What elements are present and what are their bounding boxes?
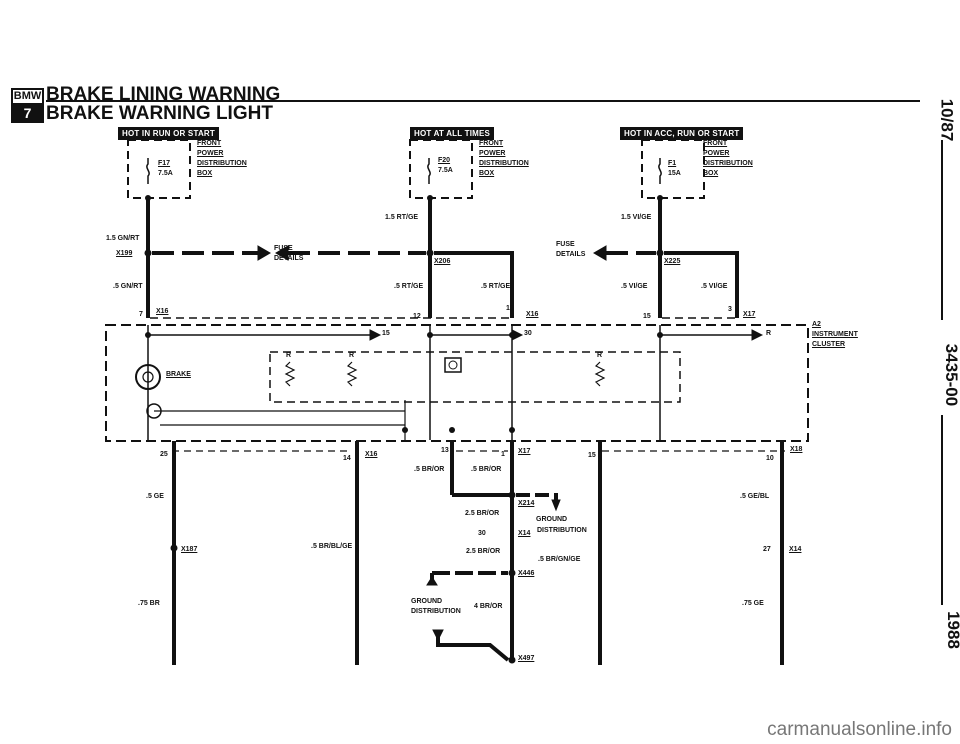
front-label-2: FRONT <box>479 140 504 147</box>
pin-15: 15 <box>643 313 651 320</box>
hot-acc-run-start-badge: HOT IN ACC, RUN OR START <box>620 127 744 140</box>
distribution-label-3: DISTRIBUTION <box>703 160 753 167</box>
connector-x497: X497 <box>518 655 535 662</box>
fuse-box-f17 <box>127 139 191 199</box>
resistor-r-3: R <box>597 352 603 359</box>
brake-lamp-label: BRAKE <box>166 371 191 378</box>
fuse-details-label: FUSE <box>274 245 293 252</box>
fuse-details-label-2: FUSE <box>556 241 575 248</box>
wire-25-bror-a: 2.5 BR/OR <box>465 510 500 517</box>
distribution-label: DISTRIBUTION <box>197 160 247 167</box>
wire-5-ge: .5 GE <box>146 493 164 500</box>
fuse-box-f1 <box>641 139 705 199</box>
box-label-3: BOX <box>703 170 719 177</box>
wire-5-bror-a: .5 BR/OR <box>414 466 445 473</box>
connector-x14: X14 <box>518 530 531 537</box>
fuse-box-f20 <box>409 139 473 199</box>
power-label-2: POWER <box>479 150 506 157</box>
wire-5-brgnge: .5 BR/GN/GE <box>538 556 581 563</box>
connector-x206: X206 <box>434 258 451 265</box>
connector-x14-b: X14 <box>789 546 802 553</box>
connector-x16-c: X16 <box>365 451 378 458</box>
wire-5-vige-b: .5 VI/GE <box>701 283 728 290</box>
distribution-label-2: DISTRIBUTION <box>479 160 529 167</box>
connector-x16: X16 <box>156 308 169 315</box>
connector-x214: X214 <box>518 500 535 507</box>
pin-15b: 15 <box>588 452 596 459</box>
connector-x18: X18 <box>790 446 803 453</box>
node-15: 15 <box>382 330 390 337</box>
wire-5-rtge-a: .5 RT/GE <box>394 283 424 290</box>
resistor-r-2: R <box>349 352 355 359</box>
node-r: R <box>766 330 772 337</box>
wire-75-br: .75 BR <box>138 600 160 607</box>
series-logo: 7 <box>11 104 44 123</box>
fuse-f17-label: F17 <box>158 160 171 167</box>
fuse-f20-label: F20 <box>438 157 451 164</box>
side-rule-1 <box>941 140 943 320</box>
fuse-f1-label: F1 <box>668 160 677 167</box>
connector-x16-b: X16 <box>526 311 539 318</box>
side-rule-2 <box>941 415 943 605</box>
pin-13: 13 <box>506 305 514 312</box>
connector-x187: X187 <box>181 546 198 553</box>
power-label: POWER <box>197 150 224 157</box>
wire-5-gebl: .5 GE/BL <box>740 493 770 500</box>
connector-x17-b: X17 <box>518 448 531 455</box>
ground-label-2: GROUND <box>411 598 443 605</box>
fuse-details-sub: DETAILS <box>274 255 304 262</box>
connector-x446: X446 <box>518 570 535 577</box>
wire-5-bror-b: .5 BR/OR <box>471 466 502 473</box>
page-subtitle: BRAKE WARNING LIGHT <box>46 103 273 124</box>
connector-x199: X199 <box>116 250 133 257</box>
distribution-label-4: DISTRIBUTION <box>537 527 587 534</box>
node-30: 30 <box>524 330 532 337</box>
wire-15-gnrt: 1.5 GN/RT <box>106 235 140 242</box>
watermark: carmanualsonline.info <box>767 719 952 740</box>
fuse-details-sub-2: DETAILS <box>556 251 586 258</box>
hot-all-times-badge: HOT AT ALL TIMES <box>410 127 495 140</box>
front-label: FRONT <box>197 140 222 147</box>
wire-5-gnrt: .5 GN/RT <box>113 283 143 290</box>
resistor-r-1: R <box>286 352 292 359</box>
cluster-label: CLUSTER <box>812 341 846 348</box>
pin-25: 25 <box>160 451 168 458</box>
wire-5-vige-a: .5 VI/GE <box>621 283 648 290</box>
pin-7: 7 <box>139 311 143 318</box>
connector-x225: X225 <box>664 258 681 265</box>
wire-15-rtge: 1.5 RT/GE <box>385 214 419 221</box>
front-label-3: FRONT <box>703 140 728 147</box>
power-label-3: POWER <box>703 150 730 157</box>
instrument-label: INSTRUMENT <box>812 331 858 338</box>
page-title: BRAKE LINING WARNING <box>46 84 281 105</box>
pin-30: 30 <box>478 530 486 537</box>
ground-label: GROUND <box>536 516 568 523</box>
wire-5-rtge-b: .5 RT/GE <box>481 283 511 290</box>
hot-run-start-badge: HOT IN RUN OR START <box>118 127 219 140</box>
distribution-label-5: DISTRIBUTION <box>411 608 461 615</box>
a2-label: A2 <box>812 321 821 328</box>
connector-x17: X17 <box>743 311 756 318</box>
pin-10: 10 <box>766 455 774 462</box>
wire-4-bror: 4 BR/OR <box>474 603 503 610</box>
fuse-f1-amp: 15A <box>668 170 681 177</box>
fuse-f17-amp: 7.5A <box>158 170 173 177</box>
pin-12: 12 <box>413 313 421 320</box>
pin-14: 14 <box>343 455 351 462</box>
pin-27: 27 <box>763 546 771 553</box>
wire-5-brblge: .5 BR/BL/GE <box>311 543 353 550</box>
wire-75-ge: .75 GE <box>742 600 764 607</box>
box-label: BOX <box>197 170 213 177</box>
header-rule <box>46 100 920 102</box>
wire-15-vige: 1.5 VI/GE <box>621 214 652 221</box>
box-label-2: BOX <box>479 170 495 177</box>
fuse-f20-amp: 7.5A <box>438 167 453 174</box>
pin-13b: 13 <box>441 447 449 454</box>
pin-1: 1 <box>501 451 505 458</box>
pin-3: 3 <box>728 306 732 313</box>
wire-25-bror-b: 2.5 BR/OR <box>466 548 501 555</box>
